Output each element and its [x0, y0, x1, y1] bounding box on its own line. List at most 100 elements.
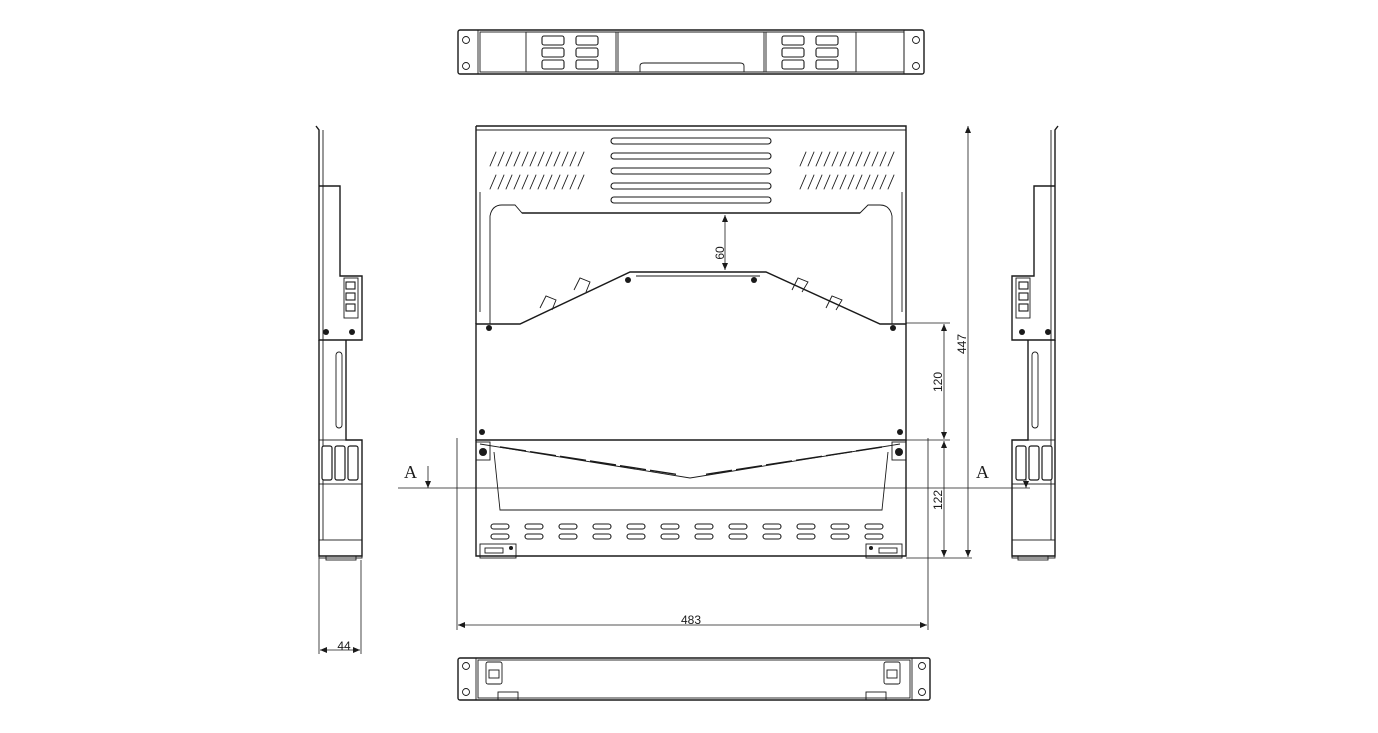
- band-dash: [529, 450, 557, 457]
- vent-slot: [577, 174, 585, 190]
- vent-slot: [855, 174, 863, 190]
- section-mark-left: A: [404, 462, 417, 482]
- vent-slot: [815, 151, 823, 167]
- front-slot: [728, 523, 748, 530]
- right-side-view: [1011, 125, 1059, 561]
- vent-right: [799, 151, 895, 190]
- front-slot: [592, 523, 612, 530]
- front-slot: [660, 533, 680, 540]
- front-slot: [558, 533, 578, 540]
- front-slot: [796, 533, 816, 540]
- vent-slot: [553, 151, 561, 167]
- vent-slot: [529, 151, 537, 167]
- vent-slot: [823, 174, 831, 190]
- vent-slot: [513, 151, 521, 167]
- section-line: [398, 466, 1030, 489]
- front-slot: [660, 523, 680, 530]
- top-view: [457, 29, 925, 75]
- dim-label-120: 120: [931, 372, 945, 392]
- band-dash: [499, 446, 527, 452]
- front-slot: [796, 523, 816, 530]
- front-slot: [626, 523, 646, 530]
- dim-label-44: 44: [337, 639, 351, 653]
- front-slot: [626, 533, 646, 540]
- vent-slot: [887, 174, 895, 190]
- section-mark-right: A: [976, 462, 989, 482]
- band-dash: [765, 460, 793, 466]
- front-slot: [830, 523, 850, 530]
- port-grid-left: [541, 35, 599, 70]
- vent-slot: [521, 151, 529, 167]
- left-side-view: [315, 125, 363, 561]
- front-slot: [592, 533, 612, 540]
- vent-slot: [823, 151, 831, 167]
- front-slot: [524, 523, 544, 530]
- vent-slot: [497, 151, 505, 167]
- front-slot: [762, 523, 782, 530]
- vent-slot: [497, 174, 505, 190]
- vent-slot: [847, 151, 855, 167]
- bottom-view: [457, 657, 931, 701]
- vent-slot: [561, 151, 569, 167]
- vent-slot: [561, 174, 569, 190]
- vent-slot: [545, 151, 553, 167]
- vent-slot: [863, 174, 871, 190]
- band-dash: [559, 455, 587, 462]
- vent-slot: [839, 174, 847, 190]
- dim-label-60: 60: [713, 246, 727, 260]
- vent-slot: [871, 151, 879, 167]
- band-dash: [795, 455, 823, 462]
- front-slot: [490, 533, 510, 540]
- vent-slot: [553, 174, 561, 190]
- vent-slot: [879, 151, 887, 167]
- dash-row-top: [499, 446, 883, 476]
- dim-label-447: 447: [955, 334, 969, 354]
- vent-slot: [513, 174, 521, 190]
- front-slot: [558, 523, 578, 530]
- vent-slot: [799, 151, 807, 167]
- port-grid-right: [781, 35, 839, 70]
- vent-slot: [879, 174, 887, 190]
- vent-slot: [521, 174, 529, 190]
- vent-slot: [545, 174, 553, 190]
- band-dash: [649, 469, 677, 476]
- band-dash: [855, 446, 883, 452]
- front-slot: [728, 533, 748, 540]
- front-slot: [762, 533, 782, 540]
- front-slots: [490, 523, 884, 540]
- band-dash: [619, 464, 647, 471]
- vent-slot: [887, 151, 895, 167]
- dimension-lines: [318, 126, 972, 654]
- vent-slot: [807, 174, 815, 190]
- plan-view: [475, 125, 907, 559]
- dim-label-483: 483: [681, 613, 701, 627]
- front-slot: [864, 523, 884, 530]
- vent-slot: [815, 174, 823, 190]
- vent-left: [489, 151, 585, 190]
- band-dash: [825, 450, 853, 457]
- vent-slot: [807, 151, 815, 167]
- vent-slot: [577, 151, 585, 167]
- front-slot: [864, 533, 884, 540]
- front-slot: [524, 533, 544, 540]
- vent-slot: [489, 151, 497, 167]
- dim-label-122: 122: [931, 490, 945, 510]
- band-dash: [589, 460, 617, 466]
- vent-slot: [505, 174, 513, 190]
- front-slot: [694, 533, 714, 540]
- front-slot: [694, 523, 714, 530]
- vent-slot: [529, 174, 537, 190]
- vent-slot: [799, 174, 807, 190]
- vent-slot: [569, 151, 577, 167]
- band-dash: [705, 469, 733, 476]
- vent-slot: [863, 151, 871, 167]
- vent-slot: [831, 174, 839, 190]
- vent-slot: [847, 174, 855, 190]
- band-dash: [735, 464, 763, 471]
- vent-slot: [505, 151, 513, 167]
- vent-slot: [569, 174, 577, 190]
- front-slot: [830, 533, 850, 540]
- vent-slot: [839, 151, 847, 167]
- vent-slot: [831, 151, 839, 167]
